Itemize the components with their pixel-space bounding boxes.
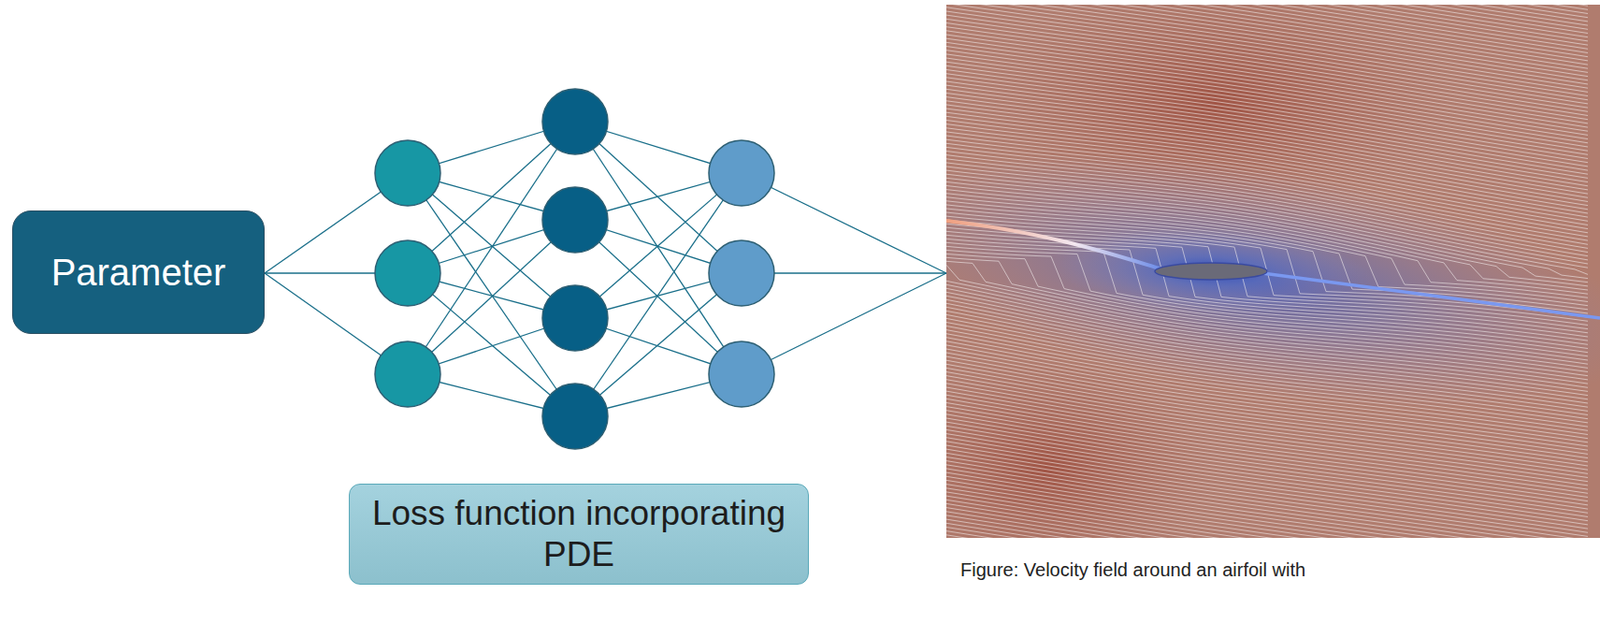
velocity-field-image bbox=[946, 4, 1600, 538]
neuron bbox=[542, 187, 608, 253]
box-label: Loss function incorporating PDE bbox=[368, 492, 790, 577]
figure-caption: Figure: Velocity field around an airfoil… bbox=[960, 559, 1306, 581]
neuron bbox=[374, 240, 441, 306]
loss-function-box: Loss function incorporating PDE bbox=[348, 483, 809, 585]
neuron bbox=[542, 285, 608, 351]
network-link bbox=[407, 121, 576, 274]
neuron bbox=[708, 341, 775, 407]
network-link bbox=[741, 172, 947, 274]
neuron bbox=[708, 240, 775, 306]
neural-network bbox=[264, 88, 947, 449]
airfoil bbox=[1154, 262, 1268, 280]
neuron bbox=[542, 88, 608, 155]
network-link bbox=[741, 273, 947, 375]
neuron bbox=[374, 341, 441, 407]
box-label: Parameter bbox=[51, 251, 227, 294]
neuron bbox=[542, 383, 608, 449]
parameter-box: Parameter bbox=[12, 210, 265, 334]
neuron bbox=[374, 140, 441, 206]
network-link bbox=[575, 121, 742, 274]
neuron bbox=[708, 140, 775, 206]
